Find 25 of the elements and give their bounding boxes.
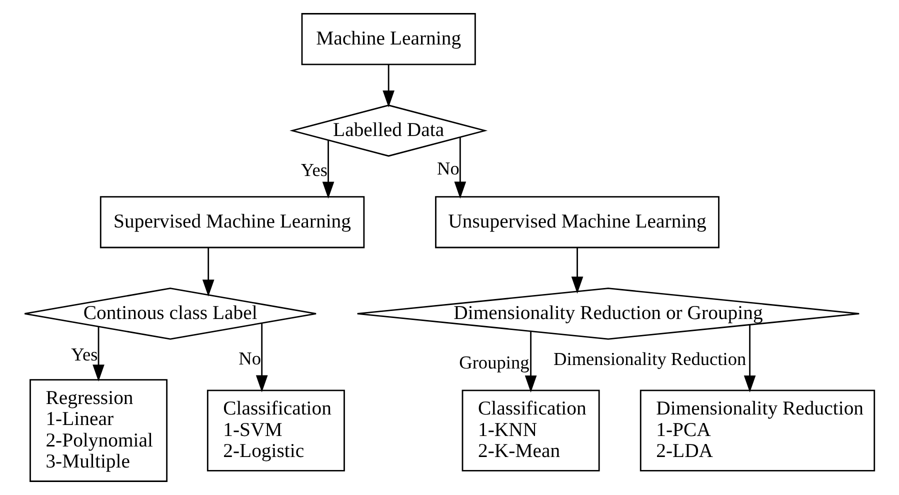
- edge-label: No: [437, 158, 460, 178]
- arrow: [454, 137, 466, 199]
- edge-label: Dimensionality Reduction: [554, 349, 746, 370]
- node-box: Supervised Machine Learning: [100, 196, 365, 248]
- arrow: [322, 140, 334, 199]
- edge-label: Grouping: [459, 352, 530, 372]
- edge-label: No: [238, 348, 262, 368]
- arrow: [256, 323, 268, 392]
- node-box: Unsupervised Machine Learning: [435, 196, 720, 248]
- node-diamond: Continous class Label: [24, 288, 317, 340]
- arrow: [524, 331, 537, 392]
- node-diamond: Dimensionality Reduction or Grouping: [356, 288, 860, 340]
- edge-label: Yes: [71, 344, 98, 365]
- arrow: [92, 326, 104, 382]
- arrow: [202, 248, 214, 297]
- arrow: [571, 248, 584, 294]
- node-box: Machine Learning: [301, 13, 476, 66]
- node-box: Classification 1-KNN 2-K-Mean: [462, 390, 600, 472]
- edge-label: Yes: [300, 160, 328, 180]
- node-box: Regression 1-Linear 2-Polynomial 3-Multiple: [30, 379, 168, 482]
- arrow: [382, 64, 394, 108]
- arrow: [744, 324, 756, 392]
- node-box: Dimensionality Reduction 1-PCA 2-LDA: [640, 390, 876, 472]
- node-box: Classification 1-SVM 2-Logistic: [206, 390, 345, 472]
- node-diamond: Labelled Data: [290, 104, 488, 157]
